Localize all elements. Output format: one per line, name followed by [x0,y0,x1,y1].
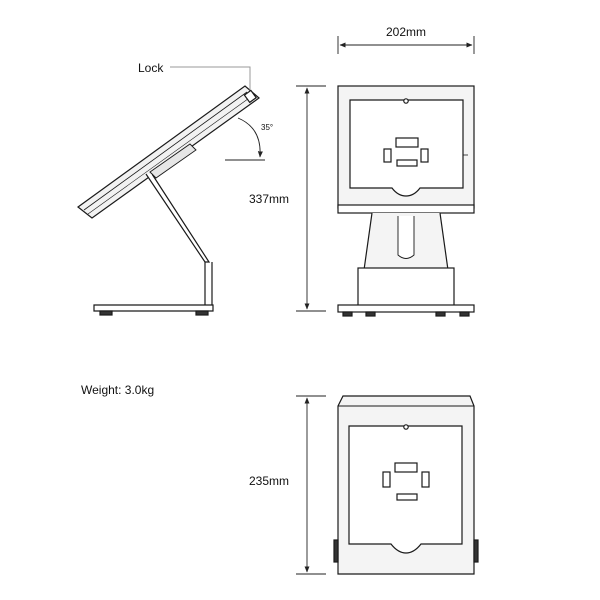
width-label: 202mm [386,25,427,39]
vesa-right [420,148,429,163]
top-view [333,395,479,575]
front-lip [337,204,475,214]
top-vesa-right [421,471,430,488]
side-foot-right [195,310,209,316]
lock-leader [170,66,251,90]
angle-label: 35° [261,123,274,132]
top-vesa-left [382,471,391,488]
side-enclosure-inner [83,91,248,211]
front-camera [403,98,409,104]
depth-label: 235mm [249,474,290,488]
side-foot-left [99,310,113,316]
top-vesa-bottom [396,493,418,501]
front-post [397,216,415,259]
top-vesa-top [394,462,418,473]
front-base [337,304,475,313]
vesa-top [395,137,419,148]
front-view [337,85,475,317]
width-dimension [337,36,475,54]
front-screen [349,99,464,197]
side-arm [145,173,211,263]
weight-label: Weight: 3.0kg [81,383,155,397]
angle-indicator [225,117,265,161]
vesa-bottom [396,159,418,167]
top-camera [403,424,409,430]
side-enclosure [77,85,260,219]
height-label: 337mm [249,192,290,206]
side-view [77,85,260,316]
side-base [93,304,214,312]
lock-bump [243,89,258,104]
height-dimension [296,85,326,312]
vesa-left [383,148,392,163]
lock-label: Lock [138,61,164,75]
depth-dimension [296,395,326,575]
front-column [357,267,455,307]
top-screen [348,425,463,554]
side-upright [204,262,213,308]
